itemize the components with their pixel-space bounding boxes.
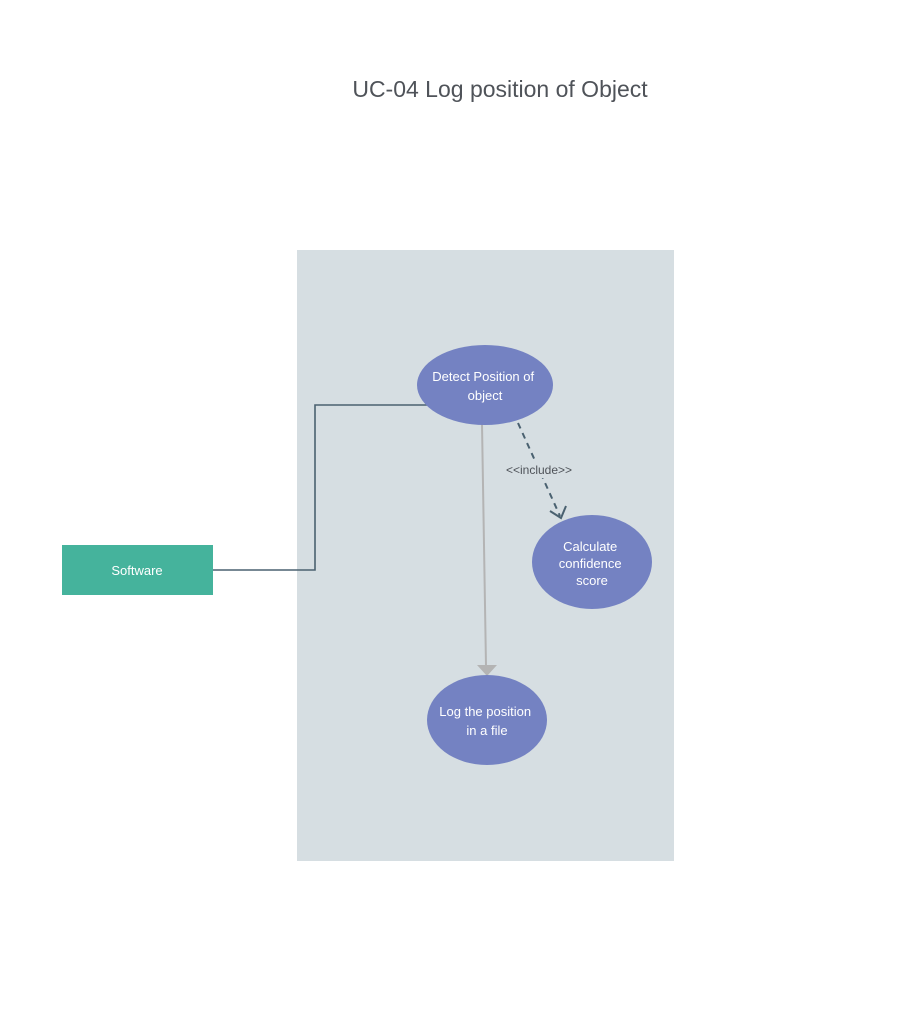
use-case-confidence-line-1: Calculate	[563, 539, 617, 554]
use-case-detect-position[interactable]	[417, 345, 553, 425]
use-case-detect-line-1: Detect Position of	[432, 369, 534, 384]
use-case-log-line-2: in a file	[466, 723, 507, 738]
use-case-log-position-label: Log the position in a file	[439, 704, 534, 738]
use-case-detect-position-label: Detect Position of object	[432, 369, 538, 403]
use-case-detect-line-2: object	[468, 388, 503, 403]
association-line	[213, 404, 428, 571]
use-case-log-line-1: Log the position	[439, 704, 531, 719]
include-arrowhead	[549, 505, 567, 520]
include-label-background	[499, 460, 579, 478]
include-label: <<include>>	[506, 463, 572, 477]
use-case-calculate-confidence-label: Calculate confidence score	[559, 539, 626, 588]
use-case-log-position[interactable]	[427, 675, 547, 765]
use-case-confidence-line-2: confidence	[559, 556, 622, 571]
diagram-title: UC-04 Log position of Object	[352, 76, 648, 102]
actor-software[interactable]	[62, 545, 213, 595]
actor-software-label: Software	[111, 563, 162, 578]
flow-line	[481, 423, 487, 667]
flow-arrowhead	[477, 665, 497, 676]
use-case-confidence-line-3: score	[576, 573, 608, 588]
use-case-calculate-confidence[interactable]	[532, 515, 652, 609]
